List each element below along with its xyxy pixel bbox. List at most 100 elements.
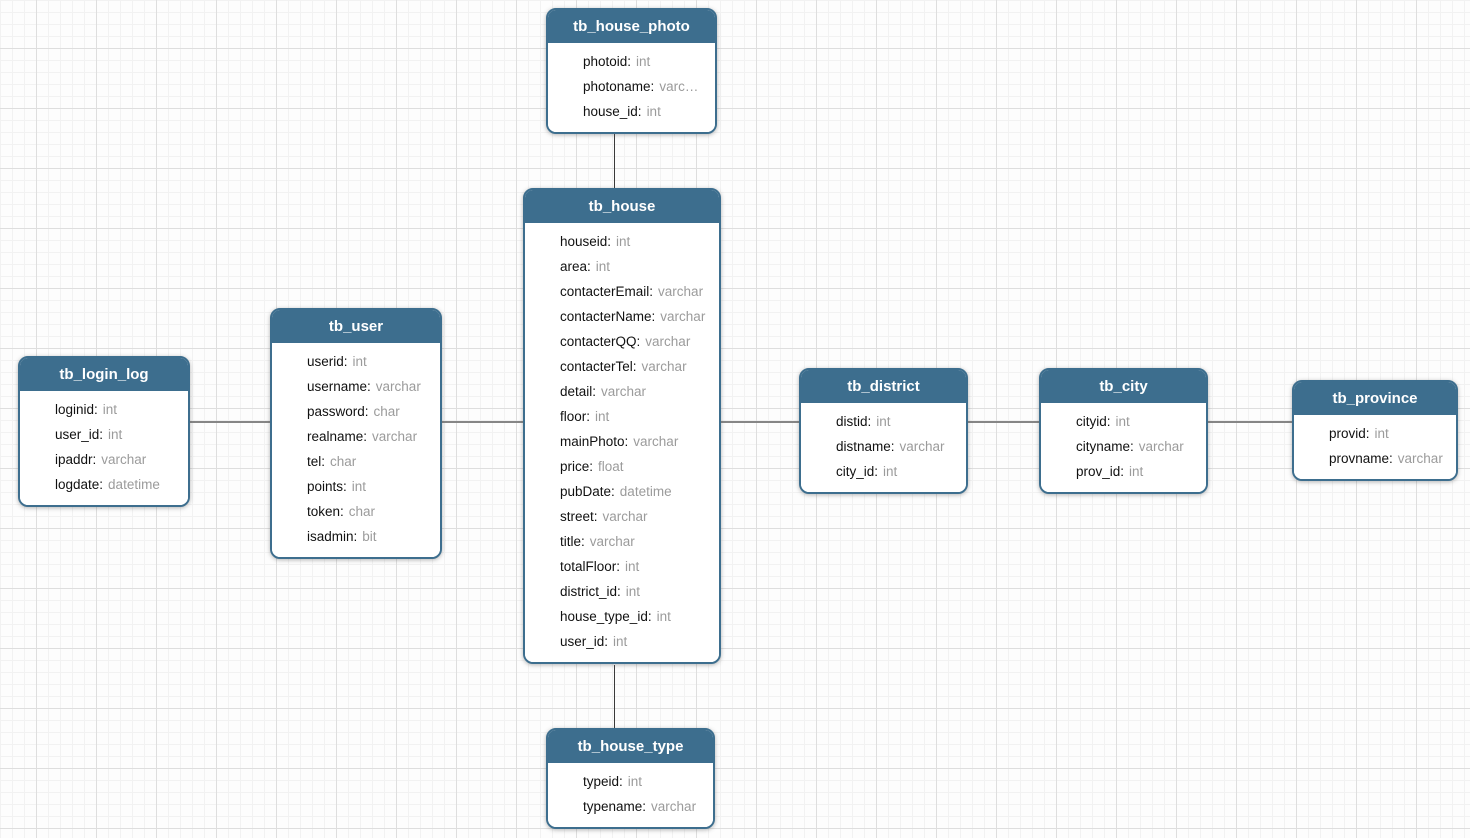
field-type: varchar xyxy=(375,379,421,394)
field-name: contacterTel: xyxy=(560,359,637,374)
field-name: contacterEmail: xyxy=(560,284,654,299)
relationship-line-tb_house--tb_house_type[interactable] xyxy=(614,665,615,728)
field-type: varchar xyxy=(641,359,687,374)
field-type: int xyxy=(625,559,640,574)
relationship-line-tb_district--tb_city[interactable] xyxy=(966,421,1041,423)
field-row[interactable]: token:char xyxy=(272,499,440,524)
table-title[interactable]: tb_house_type xyxy=(548,730,713,763)
field-type: int xyxy=(1115,414,1130,429)
table-node-tb_province[interactable]: tb_province provid: int provname: varchar xyxy=(1292,380,1458,481)
field-name: points: xyxy=(307,479,347,494)
field-row[interactable]: userid:int xyxy=(272,349,440,374)
field-name: price: xyxy=(560,459,594,474)
field-row[interactable]: cityname:varchar xyxy=(1041,434,1206,459)
field-row[interactable]: password:char xyxy=(272,399,440,424)
field-row[interactable]: user_id:int xyxy=(20,422,188,447)
field-row[interactable]: contacterTel: varchar xyxy=(525,354,719,379)
field-row[interactable]: photoid:int xyxy=(548,49,715,74)
table-title[interactable]: tb_house_photo xyxy=(548,10,715,43)
field-row[interactable]: floor:int xyxy=(525,404,719,429)
field-row[interactable]: user_id:int xyxy=(525,629,719,654)
field-name: title: xyxy=(560,534,585,549)
field-row[interactable]: city_id:int xyxy=(801,459,966,484)
field-row[interactable]: tel:char xyxy=(272,449,440,474)
relationship-line-tb_house--tb_district[interactable] xyxy=(719,421,801,423)
field-name: realname: xyxy=(307,429,368,444)
field-row[interactable]: price:float xyxy=(525,454,719,479)
field-row[interactable]: house_id:int xyxy=(548,99,715,124)
field-row[interactable]: points:int xyxy=(272,474,440,499)
field-row[interactable]: mainPhoto:varchar xyxy=(525,429,719,454)
table-title[interactable]: tb_city xyxy=(1041,370,1206,403)
field-row[interactable]: username:varchar xyxy=(272,374,440,399)
field-type: int xyxy=(656,609,671,624)
field-row[interactable]: prov_id:int xyxy=(1041,459,1206,484)
field-name: photoid: xyxy=(583,54,632,69)
table-title[interactable]: tb_user xyxy=(272,310,440,343)
field-row[interactable]: houseid:int xyxy=(525,229,719,254)
field-row[interactable]: provid: int xyxy=(1294,421,1456,446)
field-type: varchar xyxy=(589,534,635,549)
relationship-line-tb_user--tb_house[interactable] xyxy=(440,421,525,423)
field-name: photoname: xyxy=(583,79,655,94)
field-row[interactable]: loginid:int xyxy=(20,397,188,422)
field-row[interactable]: ipaddr:varchar xyxy=(20,447,188,472)
field-row[interactable]: detail:varchar xyxy=(525,379,719,404)
field-row[interactable]: street:varchar xyxy=(525,504,719,529)
field-row[interactable]: contacterName:varchar xyxy=(525,304,719,329)
relationship-line-tb_login_log--tb_user[interactable] xyxy=(188,421,272,423)
field-name: city_id: xyxy=(836,464,879,479)
field-row[interactable]: cityid:int xyxy=(1041,409,1206,434)
field-type: int xyxy=(1374,426,1389,441)
table-title[interactable]: tb_login_log xyxy=(20,358,188,391)
field-row[interactable]: title: varchar xyxy=(525,529,719,554)
field-type: varchar xyxy=(1397,451,1443,466)
field-row[interactable]: house_type_id:int xyxy=(525,604,719,629)
table-node-tb_house_photo[interactable]: tb_house_photo photoid:int photoname: varc… xyxy=(546,8,717,134)
field-row[interactable]: district_id:int xyxy=(525,579,719,604)
table-title[interactable]: tb_house xyxy=(525,190,719,223)
field-type: char xyxy=(330,454,357,469)
field-row[interactable]: area:int xyxy=(525,254,719,279)
field-row[interactable]: logdate:datetime xyxy=(20,472,188,497)
field-row[interactable]: totalFloor: int xyxy=(525,554,719,579)
field-name: street: xyxy=(560,509,598,524)
relationship-line-tb_house_photo--tb_house[interactable] xyxy=(614,133,615,188)
field-name: totalFloor: xyxy=(560,559,621,574)
field-row[interactable]: realname: varchar xyxy=(272,424,440,449)
field-name: provname: xyxy=(1329,451,1393,466)
field-type: int xyxy=(595,259,611,274)
field-name: password: xyxy=(307,404,369,419)
field-name: provid: xyxy=(1329,426,1370,441)
field-row[interactable]: contacterQQ:varchar xyxy=(525,329,719,354)
field-type: int xyxy=(613,634,628,649)
field-row[interactable]: typeid:int xyxy=(548,769,713,794)
field-name: distname: xyxy=(836,439,895,454)
field-type: varchar xyxy=(372,429,418,444)
field-row[interactable]: photoname: varc… xyxy=(548,74,715,99)
field-type: int xyxy=(1129,464,1144,479)
field-name: token: xyxy=(307,504,344,519)
field-type: varc… xyxy=(659,79,699,94)
field-row[interactable]: contacterEmail:varchar xyxy=(525,279,719,304)
table-title[interactable]: tb_province xyxy=(1294,382,1456,415)
field-type: int xyxy=(102,402,118,417)
field-row[interactable]: distname:varchar xyxy=(801,434,966,459)
field-row[interactable]: provname: varchar xyxy=(1294,446,1456,471)
field-row[interactable]: distid:int xyxy=(801,409,966,434)
field-row[interactable]: isadmin:bit xyxy=(272,524,440,549)
table-title[interactable]: tb_district xyxy=(801,370,966,403)
field-row[interactable]: typename:varchar xyxy=(548,794,713,819)
relationship-line-tb_city--tb_province[interactable] xyxy=(1206,421,1294,423)
field-row[interactable]: pubDate:datetime xyxy=(525,479,719,504)
